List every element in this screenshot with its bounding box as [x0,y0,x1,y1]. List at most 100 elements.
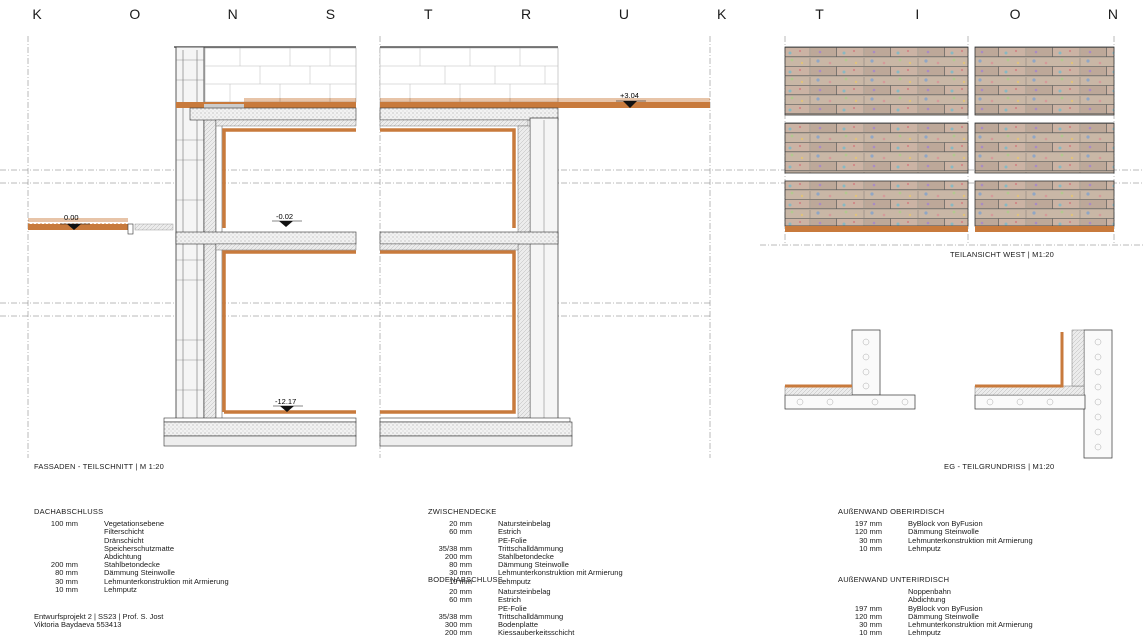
layer-row: Abdichtung [838,596,1033,604]
caption-elevation: TEILANSICHT WEST | M1:20 [950,250,1054,259]
layer-row: PE-Folie [428,603,574,613]
layer-thickness: 300 mm [444,620,472,630]
layer-thickness: 30 mm [55,576,78,586]
layer-row: 200 mm Stahlbetondecke [34,561,229,569]
layer-thickness: 60 mm [449,527,472,537]
layer-thickness: 197 mm [854,603,882,613]
layer-thickness [34,528,104,536]
layers-boden-title: BODENABSCHLUSS [428,575,503,584]
layer-thickness [34,545,104,553]
layer-thickness: 35/38 mm [438,543,472,553]
layer-thickness: 10 mm [859,628,882,638]
layer-row: Noppenbahn [838,587,1033,597]
layer-description: Bodenplatte [498,620,539,630]
layer-description: Dämmung Steinwolle [498,560,569,570]
layer-row: Dränschicht [34,535,229,545]
layer-row: 20 mm Natursteinbelag [428,587,574,597]
layer-description: Lehmunterkonstruktion mit Armierung [498,568,623,578]
layer-row: 30 mm Lehmunterkonstruktion mit Armierung [34,576,229,586]
layer-row: 197 mm ByBlock von ByFusion [838,519,1033,529]
layer-row: 80 mm Dämmung Steinwolle [428,561,623,569]
layer-thickness: 60 mm [449,595,472,605]
layer-thickness [838,588,908,596]
layer-description: Dämmung Steinwolle [908,611,979,621]
layer-description: Stahlbetondecke [104,560,160,570]
layers-ober-title: AUßENWAND OBERIRDISCH [838,507,945,516]
layer-thickness: 30 mm [859,535,882,545]
layer-row: 60 mm Estrich [428,596,574,604]
title-letter: K [32,6,42,22]
layer-description: Lehmunterkonstruktion mit Armierung [104,576,229,586]
layer-description: Lehmputz [498,576,531,586]
layer-thickness: 200 mm [50,560,78,570]
layer-description: Abdichtung [908,595,946,605]
layer-description: Estrich [498,527,521,537]
layer-thickness: 30 mm [859,620,882,630]
layer-thickness: 200 mm [444,628,472,638]
layer-description: PE-Folie [498,535,527,545]
caption-plan: EG - TEILGRUNDRISS | M1:20 [944,462,1055,471]
layer-description: ByBlock von ByFusion [908,603,983,613]
layer-description: Trittschalldämmung [498,543,564,553]
layer-description: Dämmung Steinwolle [908,527,979,537]
footer-line2: Viktoria Baydaeva 553413 [34,620,122,629]
layer-row: 120 mm Dämmung Steinwolle [838,611,1033,621]
title-letter: K [717,6,727,22]
level-basement: -12.17 [275,397,296,406]
title-letter: T [815,6,824,22]
layer-description: Noppenbahn [908,587,951,597]
title-letter: I [915,6,920,22]
layer-description: Natursteinbelag [498,587,551,597]
layer-thickness: 20 mm [449,587,472,597]
level-roof: +3.04 [620,91,639,100]
layer-row: 10 mm Lehmputz [428,576,623,586]
layer-description: ByBlock von ByFusion [908,519,983,529]
layer-row: Filterschicht [34,528,229,536]
title-letter: N [1107,6,1118,22]
layer-description: Abdichtung [104,552,142,562]
layer-row: 197 mm ByBlock von ByFusion [838,603,1033,613]
layer-description: Stahlbetondecke [498,552,554,562]
layer-thickness: 120 mm [854,611,882,621]
layer-thickness: 80 mm [449,560,472,570]
layer-thickness: 10 mm [859,543,882,553]
layer-description: Estrich [498,595,521,605]
layer-description: Dränschicht [104,535,144,545]
layer-thickness [34,537,104,545]
layer-thickness: 20 mm [449,519,472,529]
layer-description: Dämmung Steinwolle [104,568,175,578]
layer-description: Speicherschutzmatte [104,543,175,553]
layer-row: 300 mm Bodenplatte [428,620,574,630]
level-ground: 0.00 [64,213,79,222]
layer-description: Trittschalldämmung [498,611,564,621]
title-letter: O [129,6,141,22]
layer-row: Abdichtung [34,552,229,562]
layer-description: Lehmputz [908,628,941,638]
layer-description: PE-Folie [498,603,527,613]
title-letter: S [325,6,336,22]
layer-description: Lehmputz [104,584,137,594]
layer-thickness: 197 mm [854,519,882,529]
title-letter: O [1009,6,1021,22]
title-letter: U [618,6,629,22]
footer: Entwurfsprojekt 2 | SS23 | Prof. S. Jost… [34,613,163,629]
title-letter: R [521,6,532,22]
layer-thickness: 100 mm [50,519,78,529]
layer-thickness: 10 mm [449,576,472,586]
title-letter: N [227,6,238,22]
level-floor: -0.02 [276,212,293,221]
